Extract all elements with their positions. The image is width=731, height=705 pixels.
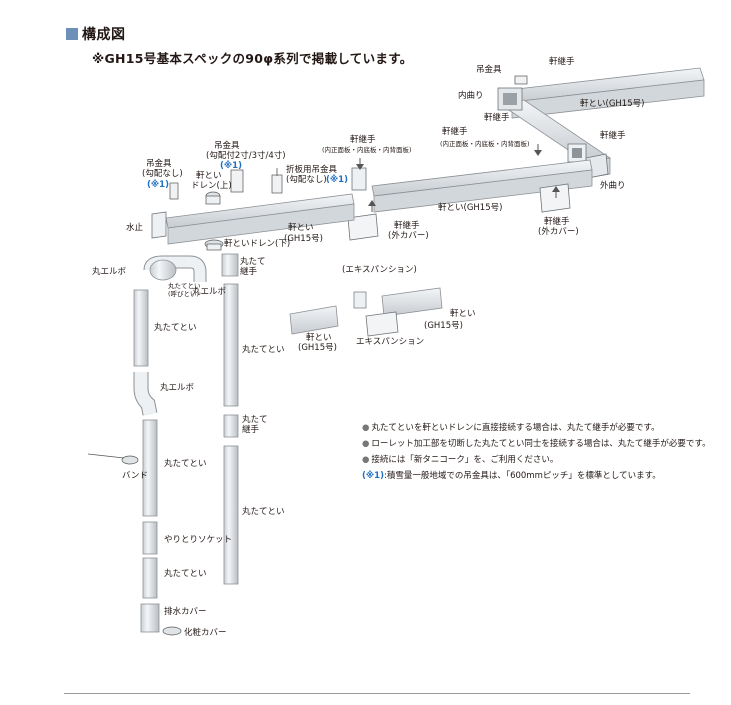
downpipe-left-1 <box>133 289 149 367</box>
downpipe-right-upper <box>223 283 239 407</box>
title-row: 構成図 <box>66 24 126 44</box>
label-yaritori-socket: やりとりソケット <box>164 535 232 545</box>
label-kanagu-noslope-2: (勾配なし) <box>142 168 183 179</box>
end-cap <box>151 211 167 239</box>
label-cover-right-1: 軒継手 <box>544 216 570 227</box>
label-kanagu-slope-1: 吊金具 <box>214 140 240 151</box>
label-maru-elbow-2: 丸エルボ <box>192 286 227 297</box>
label-noki-toi-left-1: 軒とい <box>288 223 314 233</box>
label-kesho-cover: 化粧カバー <box>184 627 227 638</box>
label-haisui-cover: 排水カバー <box>164 606 207 617</box>
joint-top-pipe <box>221 253 239 277</box>
label-exp-right-1: 軒とい <box>450 309 476 319</box>
label-yobi-1: 丸たてとい <box>168 281 201 290</box>
elbow-upper-assembly <box>143 255 207 282</box>
gutter-top-right <box>507 67 705 119</box>
label-uchimagari: 内曲り <box>458 90 484 101</box>
labels: 吊金具 軒継手 内曲り 軒とい(GH15号) 軒継手 軒継手 軒継手 (内正面板… <box>92 56 644 638</box>
joint-right-cover <box>539 183 571 213</box>
inner-corner-part <box>497 87 523 111</box>
label-noki-tsugite-top: 軒継手 <box>549 56 575 67</box>
label-noki-toi-gh15-right: 軒とい(GH15号) <box>580 99 644 109</box>
label-maru-tatetoi-b: 丸たてとい <box>242 344 285 355</box>
hanger-top <box>514 75 528 85</box>
label-noki-tsugite-left-detail: (内正面板・内底板・内背面板) <box>322 145 412 154</box>
label-cover-left-2: (外カバー) <box>388 230 429 241</box>
hanger-slope <box>230 169 244 193</box>
label-kanagu-noslope-star: (※1) <box>147 179 169 190</box>
downpipe-left-2 <box>142 419 158 517</box>
downpipe-right-lower <box>223 445 239 585</box>
label-noki-toi-left-2: (GH15号) <box>284 234 323 244</box>
page-subtitle: ※GH15号基本スペックの90φ系列で掲載しています。 <box>92 51 413 66</box>
gutter-middle <box>371 159 593 213</box>
label-sotomagari: 外曲り <box>600 180 626 191</box>
label-maru-tatetoi-c: 丸たてとい <box>164 458 207 469</box>
label-maru-tatetoi-d: 丸たてとい <box>242 506 285 517</box>
label-oriita-2: (勾配なし) <box>286 174 327 185</box>
label-noki-tsugite-left-title: 軒継手 <box>350 134 376 145</box>
label-kanagu-slope-star: (※1) <box>220 160 242 171</box>
label-expansion-title: (エキスパンション) <box>342 265 417 275</box>
note-4: (※1):積雪量一般地域での吊金具は、「600mmピッチ」を標準としています。 <box>362 471 661 481</box>
label-kanagu-slope-2: (勾配付2寸/3寸/4寸) <box>206 150 286 161</box>
label-noki-tsugite-mid-right: 軒継手 <box>600 130 626 141</box>
label-noki-toi-gh15-mid: 軒とい(GH15号) <box>438 203 502 213</box>
label-yobi-2: (呼びとい) <box>168 289 199 298</box>
decorative-cover-part <box>162 626 182 636</box>
gutter-left <box>165 193 355 245</box>
label-oriita-1: 折板用吊金具 <box>286 164 338 175</box>
note-1: ●丸たてといを軒といドレンに直接接続する場合は、丸たて継手が必要です。 <box>362 423 660 433</box>
elbow-left-mid <box>133 372 158 416</box>
socket-left <box>142 521 158 555</box>
joint-right-mid <box>223 414 239 438</box>
arrows <box>356 144 560 212</box>
label-drain-upper-1: 軒とい <box>196 171 222 181</box>
label-noki-tsugite-mid-left-detail: (内正面板・内底板・内背面板) <box>440 139 530 148</box>
note-3: ●接続には「新タニコーク」を、ご利用ください。 <box>362 455 559 465</box>
label-maru-tatetoi-e: 丸たてとい <box>164 568 207 579</box>
label-exp-left-2: (GH15号) <box>298 343 337 353</box>
label-kanagu-top: 吊金具 <box>476 64 502 75</box>
label-oriita-star: (※1) <box>326 174 348 185</box>
label-noki-tsugite-top2: 軒継手 <box>484 112 510 123</box>
label-maru-elbow-1: 丸エルボ <box>92 266 127 277</box>
label-maru-elbow-3: 丸エルボ <box>160 382 195 393</box>
downpipe-left-3 <box>142 557 158 599</box>
drain-lower-part <box>204 239 224 251</box>
expansion-group <box>289 287 443 337</box>
label-exp-left-1: 軒とい <box>306 333 332 343</box>
label-cover-left-1: 軒継手 <box>394 220 420 231</box>
joint-middle-inner <box>351 167 367 191</box>
footer-divider <box>64 693 690 694</box>
label-mizudome: 水止 <box>126 222 144 233</box>
label-tsugite-1b: 継手 <box>240 266 258 277</box>
label-drain-upper-2: ドレン(上) <box>191 181 232 191</box>
joint-middle-cover <box>347 213 379 241</box>
label-noki-tsugite-mid-left-title: 軒継手 <box>442 126 468 137</box>
label-tsugite-2a: 丸たて <box>242 414 268 425</box>
note-2: ●ローレット加工部を切断した丸たてとい同士を接続する場合は、丸たて継手が必要です… <box>362 439 711 449</box>
label-cover-right-2: (外カバー) <box>538 226 579 237</box>
drain-upper-part <box>205 191 221 205</box>
label-maru-tatetoi-a: 丸たてとい <box>154 322 197 333</box>
drain-cover-part <box>140 603 160 633</box>
label-drain-lower: 軒といドレン(下) <box>224 239 290 249</box>
label-band: バンド <box>122 471 148 481</box>
title-square-icon <box>66 28 78 40</box>
label-tsugite-2b: 継手 <box>242 424 260 435</box>
page-title: 構成図 <box>82 27 126 43</box>
label-tsugite-1a: 丸たて <box>240 256 266 267</box>
joint-top-right <box>567 143 587 163</box>
band-part <box>87 453 139 465</box>
hanger-folded-plate <box>271 168 283 194</box>
hanger-no-slope <box>169 182 179 200</box>
label-exp-right-2: (GH15号) <box>424 321 463 331</box>
label-expansion: エキスパンション <box>356 337 424 347</box>
label-kanagu-noslope-1: 吊金具 <box>146 158 172 169</box>
